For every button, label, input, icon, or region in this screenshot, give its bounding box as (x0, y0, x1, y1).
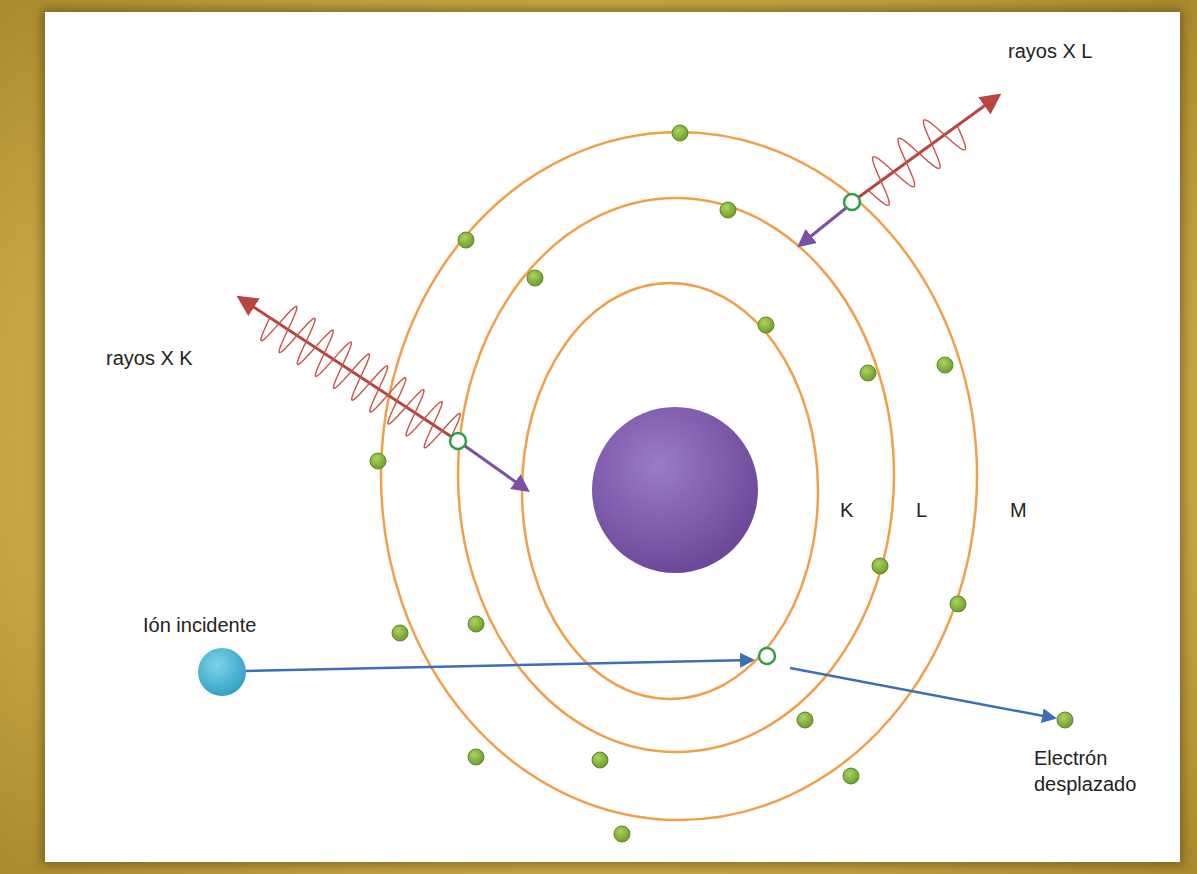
shell-label: L (916, 497, 927, 523)
xray-k-arrow (240, 298, 458, 441)
electron (950, 596, 966, 612)
electron (468, 749, 484, 765)
electron (672, 125, 688, 141)
xray-label: rayos X L (1008, 38, 1092, 64)
shell-label: M (1010, 497, 1027, 523)
electron (458, 232, 474, 248)
incident-ion (198, 648, 246, 696)
electron (592, 752, 608, 768)
electron (370, 453, 386, 469)
electron (1057, 712, 1073, 728)
ion-label: Ión incidente (143, 612, 256, 638)
nucleus (592, 407, 758, 573)
xray-label: rayos X K (106, 345, 193, 371)
electron (872, 558, 888, 574)
electron (527, 270, 543, 286)
electron (468, 616, 484, 632)
orbit-k (522, 283, 818, 699)
xray-l-arrow (852, 96, 998, 202)
vacancy (450, 433, 466, 449)
orbit-m (381, 132, 977, 820)
electron-path (790, 668, 1054, 718)
electron-label: Electrón desplazado (1034, 745, 1144, 797)
electron (797, 712, 813, 728)
electron (860, 365, 876, 381)
ion-path (246, 660, 752, 671)
electron (758, 317, 774, 333)
vacancy (759, 648, 775, 664)
xray-k-wave (261, 306, 460, 447)
electron (392, 625, 408, 641)
orbit-l (458, 198, 894, 752)
electron (937, 357, 953, 373)
vacancy (844, 194, 860, 210)
xray-l-wave (868, 120, 965, 205)
transition-arrow (465, 446, 527, 490)
electron (843, 768, 859, 784)
shell-label: K (840, 497, 853, 523)
electron (614, 826, 630, 842)
electron (720, 202, 736, 218)
transition-arrow (800, 208, 846, 245)
